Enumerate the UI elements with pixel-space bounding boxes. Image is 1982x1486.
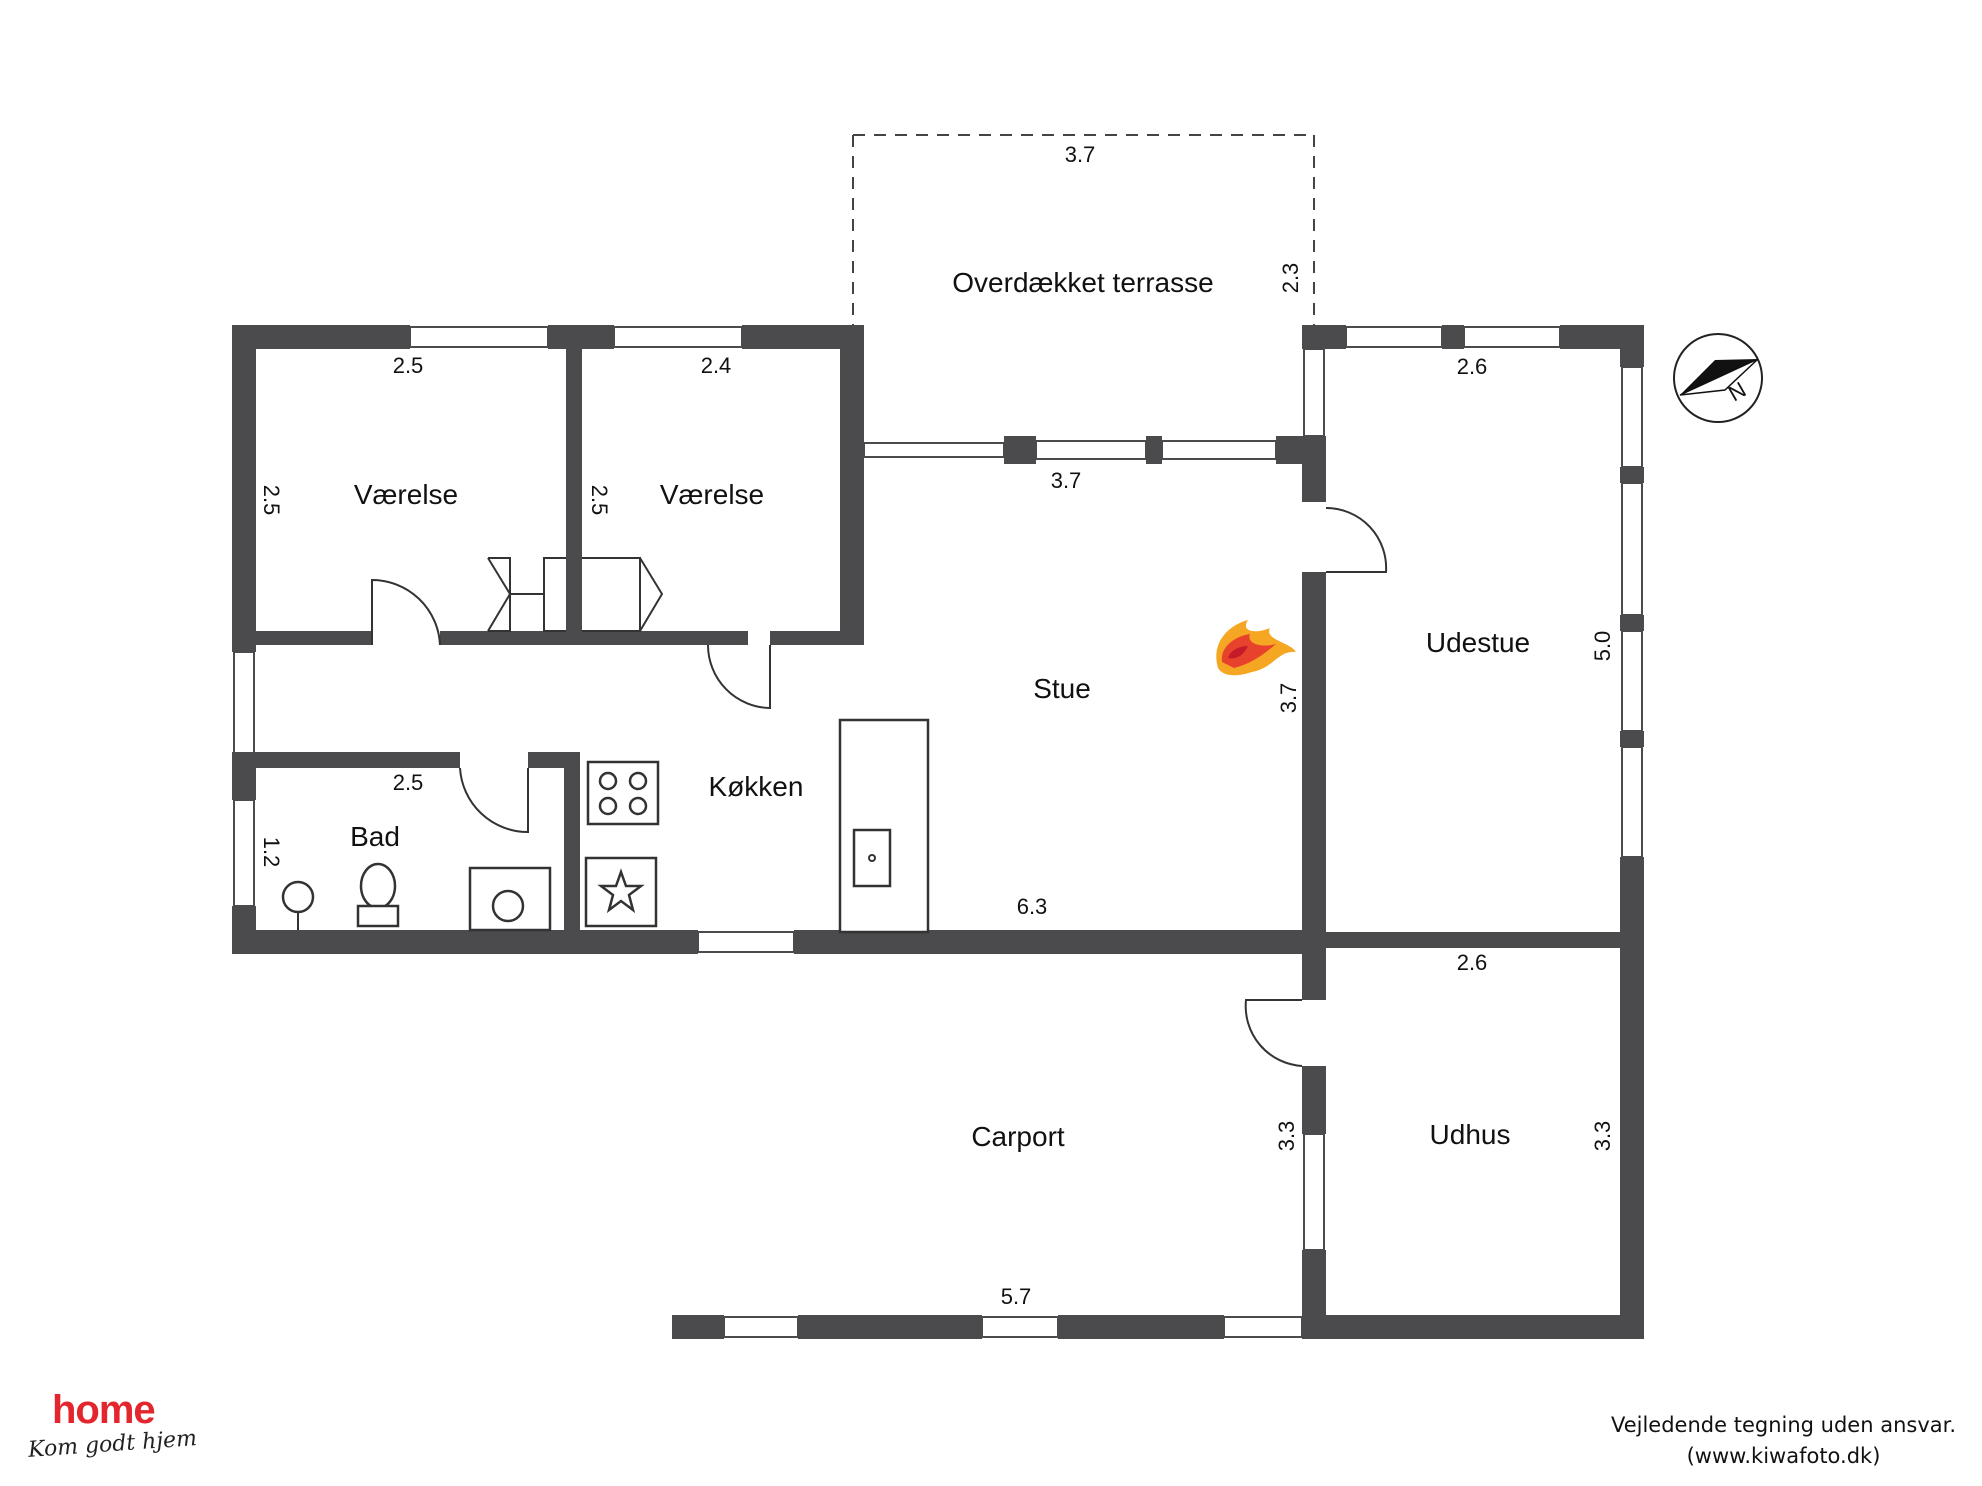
room-label-koekken: Køkken: [709, 771, 804, 802]
fixtures: [281, 620, 1296, 932]
room-labels: Overdækket terrasse Værelse Værelse Bad …: [350, 267, 1530, 1152]
dim-udhus-width: 2.6: [1457, 950, 1488, 975]
dim-udhus-depth-left: 3.3: [1274, 1121, 1299, 1152]
dim-stue-depth: 3.7: [1276, 683, 1301, 714]
udestue-walls: [1302, 325, 1644, 1339]
udhus-walls: [672, 948, 1644, 1339]
dim-vaerelse2-width: 2.4: [701, 353, 732, 378]
washbasin-icon: [281, 880, 315, 930]
room-label-vaerelse-1: Værelse: [354, 479, 458, 510]
sink-icon: [852, 828, 892, 888]
dim-stue-window: 3.7: [1051, 468, 1082, 493]
room-label-udestue: Udestue: [1426, 627, 1530, 658]
dim-bad-depth: 1.2: [259, 837, 284, 868]
room-label-udhus: Udhus: [1430, 1119, 1511, 1150]
north-compass-icon: N: [1673, 333, 1763, 423]
dim-udhus-depth-right: 3.3: [1590, 1121, 1615, 1152]
dim-terrace-width: 3.7: [1065, 142, 1096, 167]
fridge-icon: [584, 856, 658, 928]
disclaimer-line-1: Vejledende tegning uden ansvar.: [1610, 1413, 1956, 1437]
dim-vaerelse2-depth: 2.5: [587, 485, 612, 516]
dimension-labels: 3.7 2.3 2.5 2.5 2.4 2.5 3.7 3.7 2.5 1.2 …: [259, 142, 1615, 1309]
home-logo: home: [52, 1388, 156, 1432]
dim-main-bottom: 6.3: [1017, 894, 1048, 919]
dim-udestue-depth: 5.0: [1590, 631, 1615, 662]
disclaimer: Vejledende tegning uden ansvar. (www.kiw…: [1611, 1410, 1956, 1472]
stove-icon: [586, 760, 660, 826]
room-label-terrace: Overdækket terrasse: [952, 267, 1213, 298]
dim-terrace-depth: 2.3: [1278, 263, 1303, 294]
dim-vaerelse1-width: 2.5: [393, 353, 424, 378]
door-swings: [371, 506, 1388, 1067]
fireplace-icon: [1216, 620, 1296, 676]
room-label-bad: Bad: [350, 821, 400, 852]
toilet-icon: [356, 862, 400, 928]
interior-walls: [232, 325, 1326, 954]
shower-drain-icon: [468, 866, 552, 932]
dim-vaerelse1-depth: 2.5: [259, 485, 284, 516]
covered-terrace-outline: [852, 134, 1315, 325]
disclaimer-line-2: (www.kiwafoto.dk): [1686, 1444, 1881, 1468]
dim-udestue-width: 2.6: [1457, 354, 1488, 379]
exterior-walls: [232, 325, 1326, 954]
room-label-stue: Stue: [1033, 673, 1091, 704]
dim-carport-width: 5.7: [1001, 1284, 1032, 1309]
room-label-carport: Carport: [971, 1121, 1065, 1152]
room-label-vaerelse-2: Værelse: [660, 479, 764, 510]
dim-bad-width: 2.5: [393, 770, 424, 795]
